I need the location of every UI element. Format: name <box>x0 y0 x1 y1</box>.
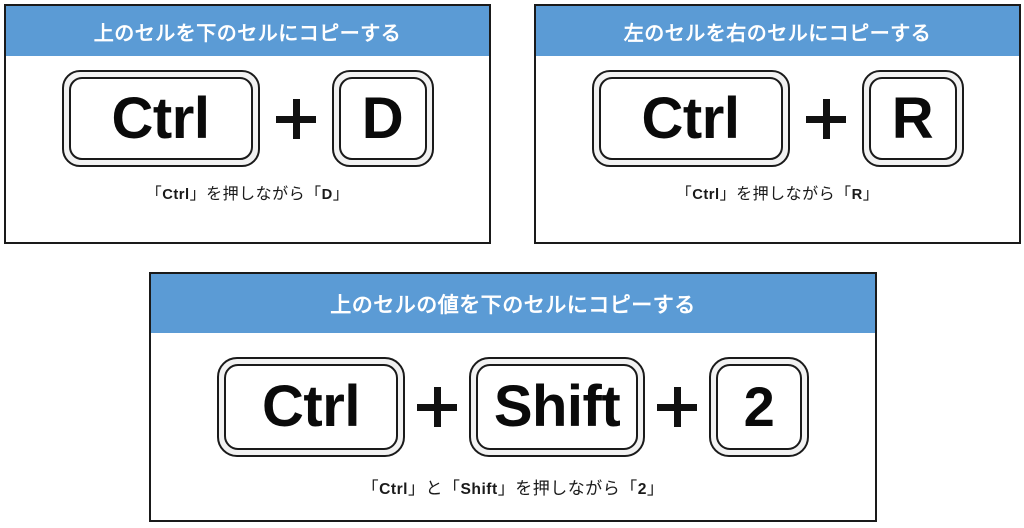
caption-conjunction: と <box>425 479 443 498</box>
caption-key-shift: Shift <box>460 481 498 498</box>
card-title-copy-cell-down: 上のセルを下のセルにコピーする <box>6 6 489 56</box>
caption-key-ctrl: Ctrl <box>379 481 408 498</box>
card-body-copy-cell-value-down: Ctrl Shift 2 「Ctrl」と「Shift」を押しながら「2」 <box>151 333 875 520</box>
keycap-ctrl[interactable]: Ctrl <box>591 70 790 167</box>
caption-close-bracket-1: 」 <box>408 479 426 498</box>
keycap-shift[interactable]: Shift <box>469 357 645 457</box>
plus-icon <box>417 387 457 427</box>
key-combination-row: Ctrl Shift 2 <box>151 357 875 457</box>
caption-open-bracket-1: 「 <box>145 186 163 203</box>
keycap-ctrl-label: Ctrl <box>68 77 253 160</box>
caption-open-bracket-2: 「 <box>835 186 852 203</box>
caption-close-bracket-2: 」 <box>862 186 880 203</box>
card-caption-copy-cell-down: 「Ctrl」を押しながら「D」 <box>6 180 489 204</box>
keycap-d[interactable]: D <box>331 70 434 167</box>
caption-close-bracket-1: 」 <box>189 186 207 203</box>
caption-open-bracket-1: 「 <box>675 186 693 203</box>
caption-close-bracket-2: 」 <box>497 479 516 498</box>
keycap-2-label: 2 <box>716 364 802 450</box>
key-combination-row: Ctrl R <box>536 70 1019 167</box>
plus-icon <box>657 387 697 427</box>
keycap-r-label: R <box>868 77 957 160</box>
caption-key-ctrl: Ctrl <box>692 187 720 203</box>
shortcut-card-copy-cell-value-down: 上のセルの値を下のセルにコピーする Ctrl Shift 2 「Ctrl」と「S… <box>149 272 877 522</box>
caption-key-2: 2 <box>637 481 647 498</box>
caption-open-bracket-2: 「 <box>305 186 322 203</box>
plus-icon <box>805 98 846 139</box>
caption-key-ctrl: Ctrl <box>162 187 190 203</box>
keycap-ctrl-label: Ctrl <box>598 77 783 160</box>
caption-close-bracket-3: 」 <box>646 479 665 498</box>
card-title-copy-cell-value-down: 上のセルの値を下のセルにコピーする <box>151 274 875 333</box>
key-combination-row: Ctrl D <box>6 70 489 167</box>
caption-open-bracket-1: 「 <box>361 479 380 498</box>
caption-middle-text: を押しながら <box>206 186 306 203</box>
plus-icon <box>275 98 316 139</box>
caption-middle-text: を押しながら <box>515 479 621 498</box>
caption-close-bracket-1: 」 <box>719 186 737 203</box>
card-body-copy-cell-right: Ctrl R 「Ctrl」を押しながら「R」 <box>536 56 1019 242</box>
caption-close-bracket-2: 」 <box>332 186 350 203</box>
card-caption-copy-cell-right: 「Ctrl」を押しながら「R」 <box>536 180 1019 204</box>
caption-open-bracket-3: 「 <box>620 479 638 498</box>
caption-open-bracket-2: 「 <box>443 479 461 498</box>
keycap-d-label: D <box>338 77 427 160</box>
card-caption-copy-cell-value-down: 「Ctrl」と「Shift」を押しながら「2」 <box>151 474 875 499</box>
keycap-2[interactable]: 2 <box>709 357 809 457</box>
keycap-shift-label: Shift <box>476 364 638 450</box>
shortcut-card-copy-cell-right: 左のセルを右のセルにコピーする Ctrl R 「Ctrl」を押しながら「R」 <box>534 4 1021 244</box>
shortcut-card-copy-cell-down: 上のセルを下のセルにコピーする Ctrl D 「Ctrl」を押しながら「D」 <box>4 4 491 244</box>
keycap-r[interactable]: R <box>861 70 964 167</box>
card-title-copy-cell-right: 左のセルを右のセルにコピーする <box>536 6 1019 56</box>
keycap-ctrl[interactable]: Ctrl <box>217 357 405 457</box>
caption-key-r: R <box>851 187 863 203</box>
keycap-ctrl[interactable]: Ctrl <box>61 70 260 167</box>
caption-middle-text: を押しながら <box>736 186 836 203</box>
card-body-copy-cell-down: Ctrl D 「Ctrl」を押しながら「D」 <box>6 56 489 242</box>
keycap-ctrl-label: Ctrl <box>224 364 398 450</box>
caption-key-d: D <box>321 187 333 203</box>
